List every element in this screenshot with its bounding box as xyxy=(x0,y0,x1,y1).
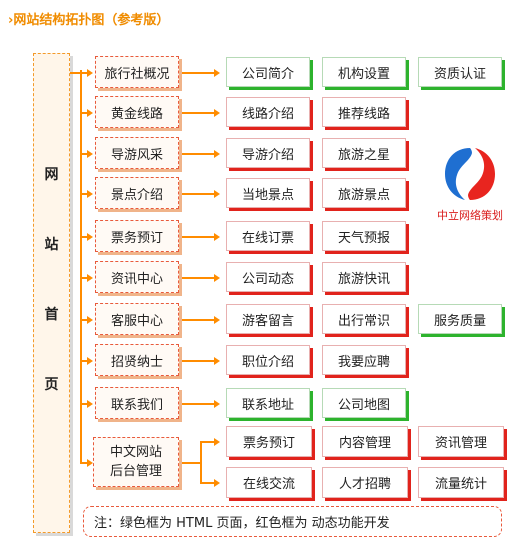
page-travel-tips: 出行常识 xyxy=(322,304,406,334)
connector xyxy=(182,153,214,155)
arrow-icon xyxy=(87,316,93,324)
backend-online-chat: 在线交流 xyxy=(226,467,312,498)
category-news-center: 资讯中心 xyxy=(95,261,179,293)
connector xyxy=(182,72,214,74)
brand-logo: 中立网络策划 xyxy=(432,145,508,225)
page-title: ›网站结构拓扑图（参考版） xyxy=(8,13,170,28)
arrow-icon xyxy=(214,400,220,408)
connector xyxy=(80,277,87,279)
page-tourist-attractions: 旅游景点 xyxy=(322,178,406,208)
connector xyxy=(80,462,87,464)
home-char: 页 xyxy=(44,377,59,393)
page-company-intro: 公司简介 xyxy=(226,57,310,87)
arrow-icon xyxy=(214,316,220,324)
arrow-icon xyxy=(87,69,93,77)
backend-label-line2: 后台管理 xyxy=(109,464,162,479)
arrow-icon xyxy=(214,479,220,487)
page-route-intro: 线路介绍 xyxy=(226,97,310,127)
arrow-icon xyxy=(214,190,220,198)
connector xyxy=(80,193,87,195)
brand-name: 中立网络策划 xyxy=(437,209,503,222)
backend-traffic-statistics: 流量统计 xyxy=(418,467,504,498)
connector xyxy=(80,319,87,321)
connector xyxy=(182,112,214,114)
connector xyxy=(182,462,201,464)
arrow-icon xyxy=(214,69,220,77)
category-customer-service: 客服中心 xyxy=(95,303,179,335)
page-organization: 机构设置 xyxy=(322,57,406,87)
arrow-icon xyxy=(87,233,93,241)
connector xyxy=(200,441,202,484)
arrow-icon xyxy=(214,357,220,365)
backend-content-management: 内容管理 xyxy=(322,426,408,457)
connector xyxy=(182,319,214,321)
category-tour-guides: 导游风采 xyxy=(95,137,179,169)
home-char: 网 xyxy=(44,167,59,183)
page-local-attractions: 当地景点 xyxy=(226,178,310,208)
category-contact-us: 联系我们 xyxy=(95,387,179,419)
backend-talent-recruitment: 人才招聘 xyxy=(322,467,408,498)
page-contact-address: 联系地址 xyxy=(226,388,310,418)
connector xyxy=(80,360,87,362)
page-travel-stars: 旅游之星 xyxy=(322,138,406,168)
page-service-quality: 服务质量 xyxy=(418,304,502,334)
arrow-icon xyxy=(87,459,93,467)
backend-news-management: 资讯管理 xyxy=(418,426,504,457)
arrow-icon xyxy=(87,274,93,282)
category-attractions: 景点介绍 xyxy=(95,177,179,209)
connector xyxy=(80,236,87,238)
home-page-node: 网 站 首 页 xyxy=(33,53,70,533)
home-char: 首 xyxy=(44,307,59,323)
backend-label-line1: 中文网站 xyxy=(109,445,162,460)
arrow-icon xyxy=(214,109,220,117)
page-company-news: 公司动态 xyxy=(226,262,310,292)
arrow-icon xyxy=(214,274,220,282)
connector xyxy=(182,403,214,405)
connector xyxy=(200,482,214,484)
page-travel-news: 旅游快讯 xyxy=(322,262,406,292)
page-recommended-routes: 推荐线路 xyxy=(322,97,406,127)
category-ticketing: 票务预订 xyxy=(95,220,179,252)
backend-ticket-booking: 票务预订 xyxy=(226,426,312,457)
page-guest-messages: 游客留言 xyxy=(226,304,310,334)
arrow-icon xyxy=(87,400,93,408)
page-guide-intro: 导游介绍 xyxy=(226,138,310,168)
connector xyxy=(80,112,87,114)
home-char: 站 xyxy=(44,237,59,253)
arrow-icon xyxy=(214,150,220,158)
arrow-icon xyxy=(214,438,220,446)
page-online-booking: 在线订票 xyxy=(226,221,310,251)
connector xyxy=(80,153,87,155)
arrow-icon xyxy=(87,357,93,365)
category-backend-admin: 中文网站 后台管理 xyxy=(93,437,179,487)
category-travel-agency: 旅行社概况 xyxy=(95,56,179,88)
category-golden-routes: 黄金线路 xyxy=(95,96,179,128)
connector xyxy=(70,72,87,74)
page-company-map: 公司地图 xyxy=(322,388,406,418)
connector xyxy=(182,236,214,238)
category-recruitment: 招贤纳士 xyxy=(95,344,179,376)
page-apply: 我要应聘 xyxy=(322,345,406,375)
arrow-icon xyxy=(87,109,93,117)
connector xyxy=(182,360,214,362)
page-qualification: 资质认证 xyxy=(418,57,502,87)
brand-logo-icon xyxy=(445,148,495,200)
connector xyxy=(182,193,214,195)
legend-note: 注：绿色框为 HTML 页面，红色框为 动态功能开发 xyxy=(83,506,502,537)
arrow-icon xyxy=(214,233,220,241)
arrow-icon xyxy=(87,150,93,158)
page-weather-forecast: 天气预报 xyxy=(322,221,406,251)
page-job-listings: 职位介绍 xyxy=(226,345,310,375)
connector xyxy=(182,277,214,279)
connector xyxy=(80,403,87,405)
connector xyxy=(200,441,214,443)
arrow-icon xyxy=(87,190,93,198)
trunk-connector xyxy=(80,70,82,462)
